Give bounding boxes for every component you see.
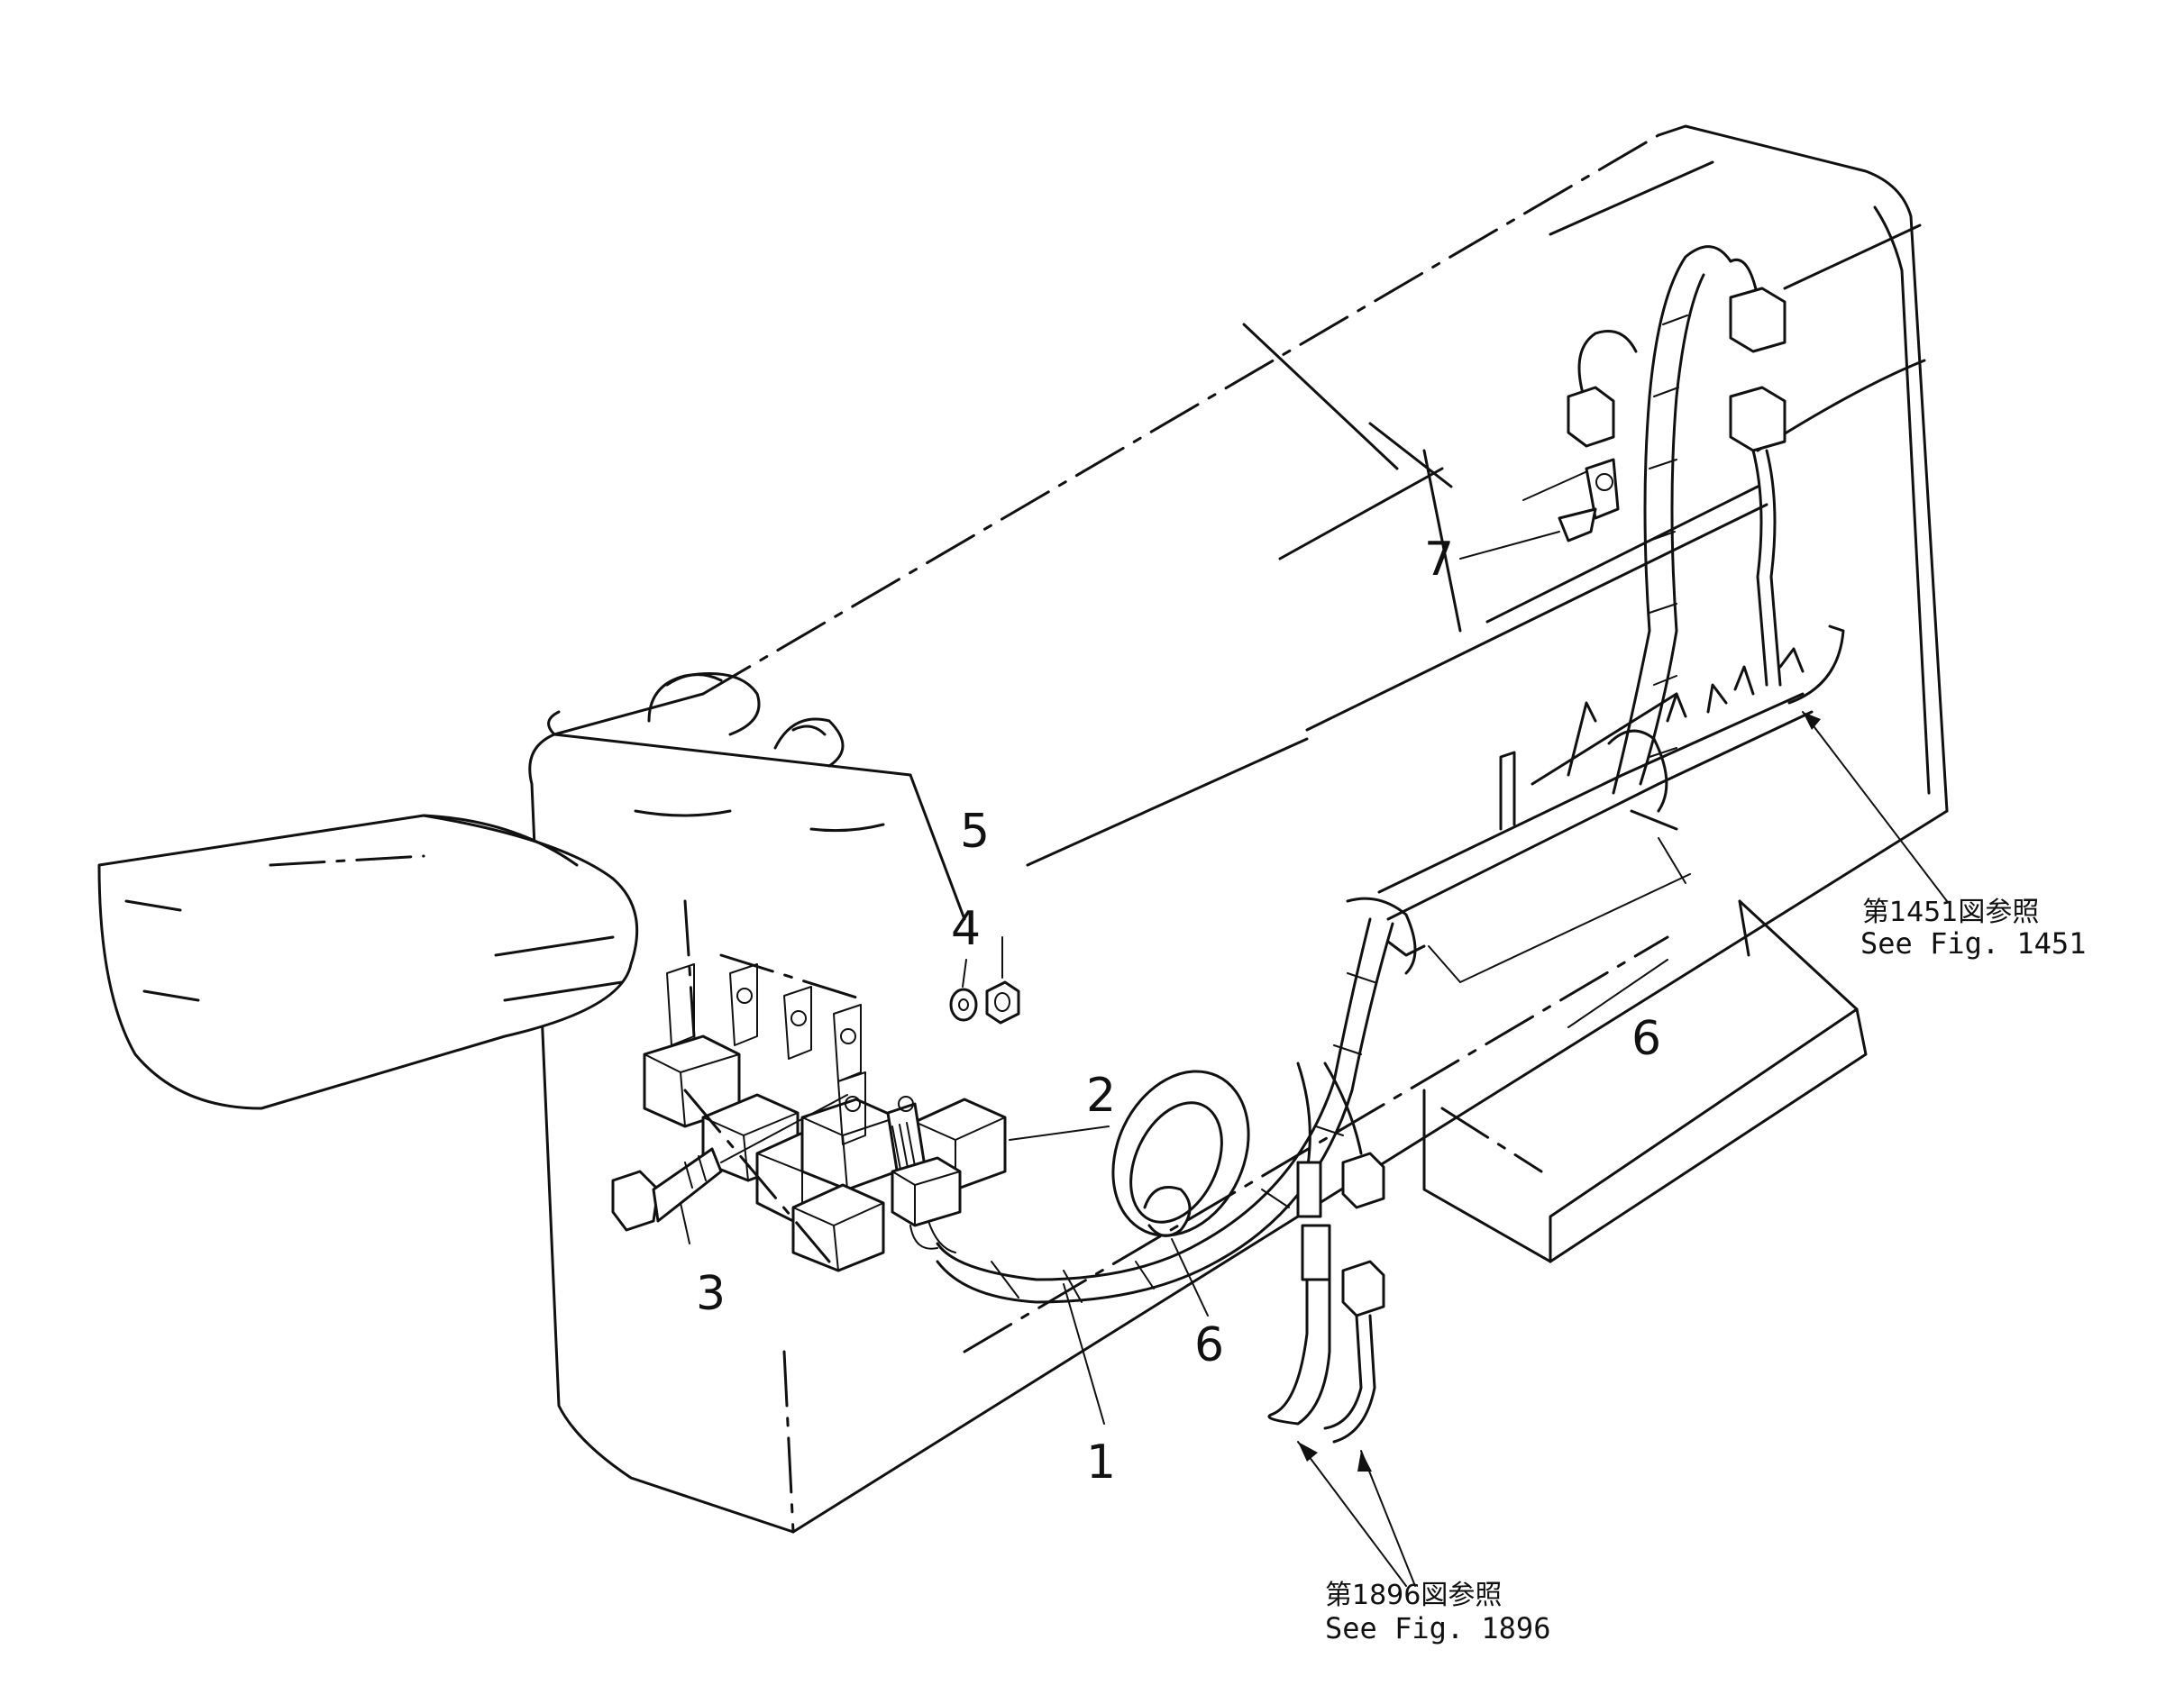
leader-lines	[680, 531, 1948, 1587]
intake-box	[97, 814, 639, 1110]
callout-5: 5	[960, 805, 990, 859]
callout-6-right: 6	[1631, 1012, 1661, 1066]
ref-right-en: See Fig. 1451	[1860, 926, 2086, 961]
callout-7: 7	[1424, 533, 1454, 587]
callout-3: 3	[696, 1267, 726, 1321]
washer-item-4	[949, 988, 978, 1022]
bolt-item-3	[611, 1094, 848, 1232]
nut-item-5	[985, 980, 1020, 1025]
wiring-harness-item-1	[891, 245, 1845, 1444]
callout-4: 4	[951, 902, 981, 956]
engine-body	[528, 124, 1949, 1534]
relay-5	[791, 1071, 885, 1272]
ref-bottom-jp: 第1896図参照	[1325, 1580, 1502, 1611]
callout-6-lower: 6	[1194, 1318, 1224, 1372]
callout-2: 2	[1086, 1069, 1116, 1123]
ref-right-jp: 第1451図参照	[1862, 897, 2039, 928]
ref-bottom-en: See Fig. 1896	[1325, 1611, 1550, 1645]
callouts: 1 2 3 4 5 6 6 7	[696, 533, 1661, 1490]
figure-references: 第1451図参照 See Fig. 1451 第1896図参照 See Fig.…	[1325, 897, 2086, 1645]
callout-1: 1	[1086, 1435, 1116, 1490]
